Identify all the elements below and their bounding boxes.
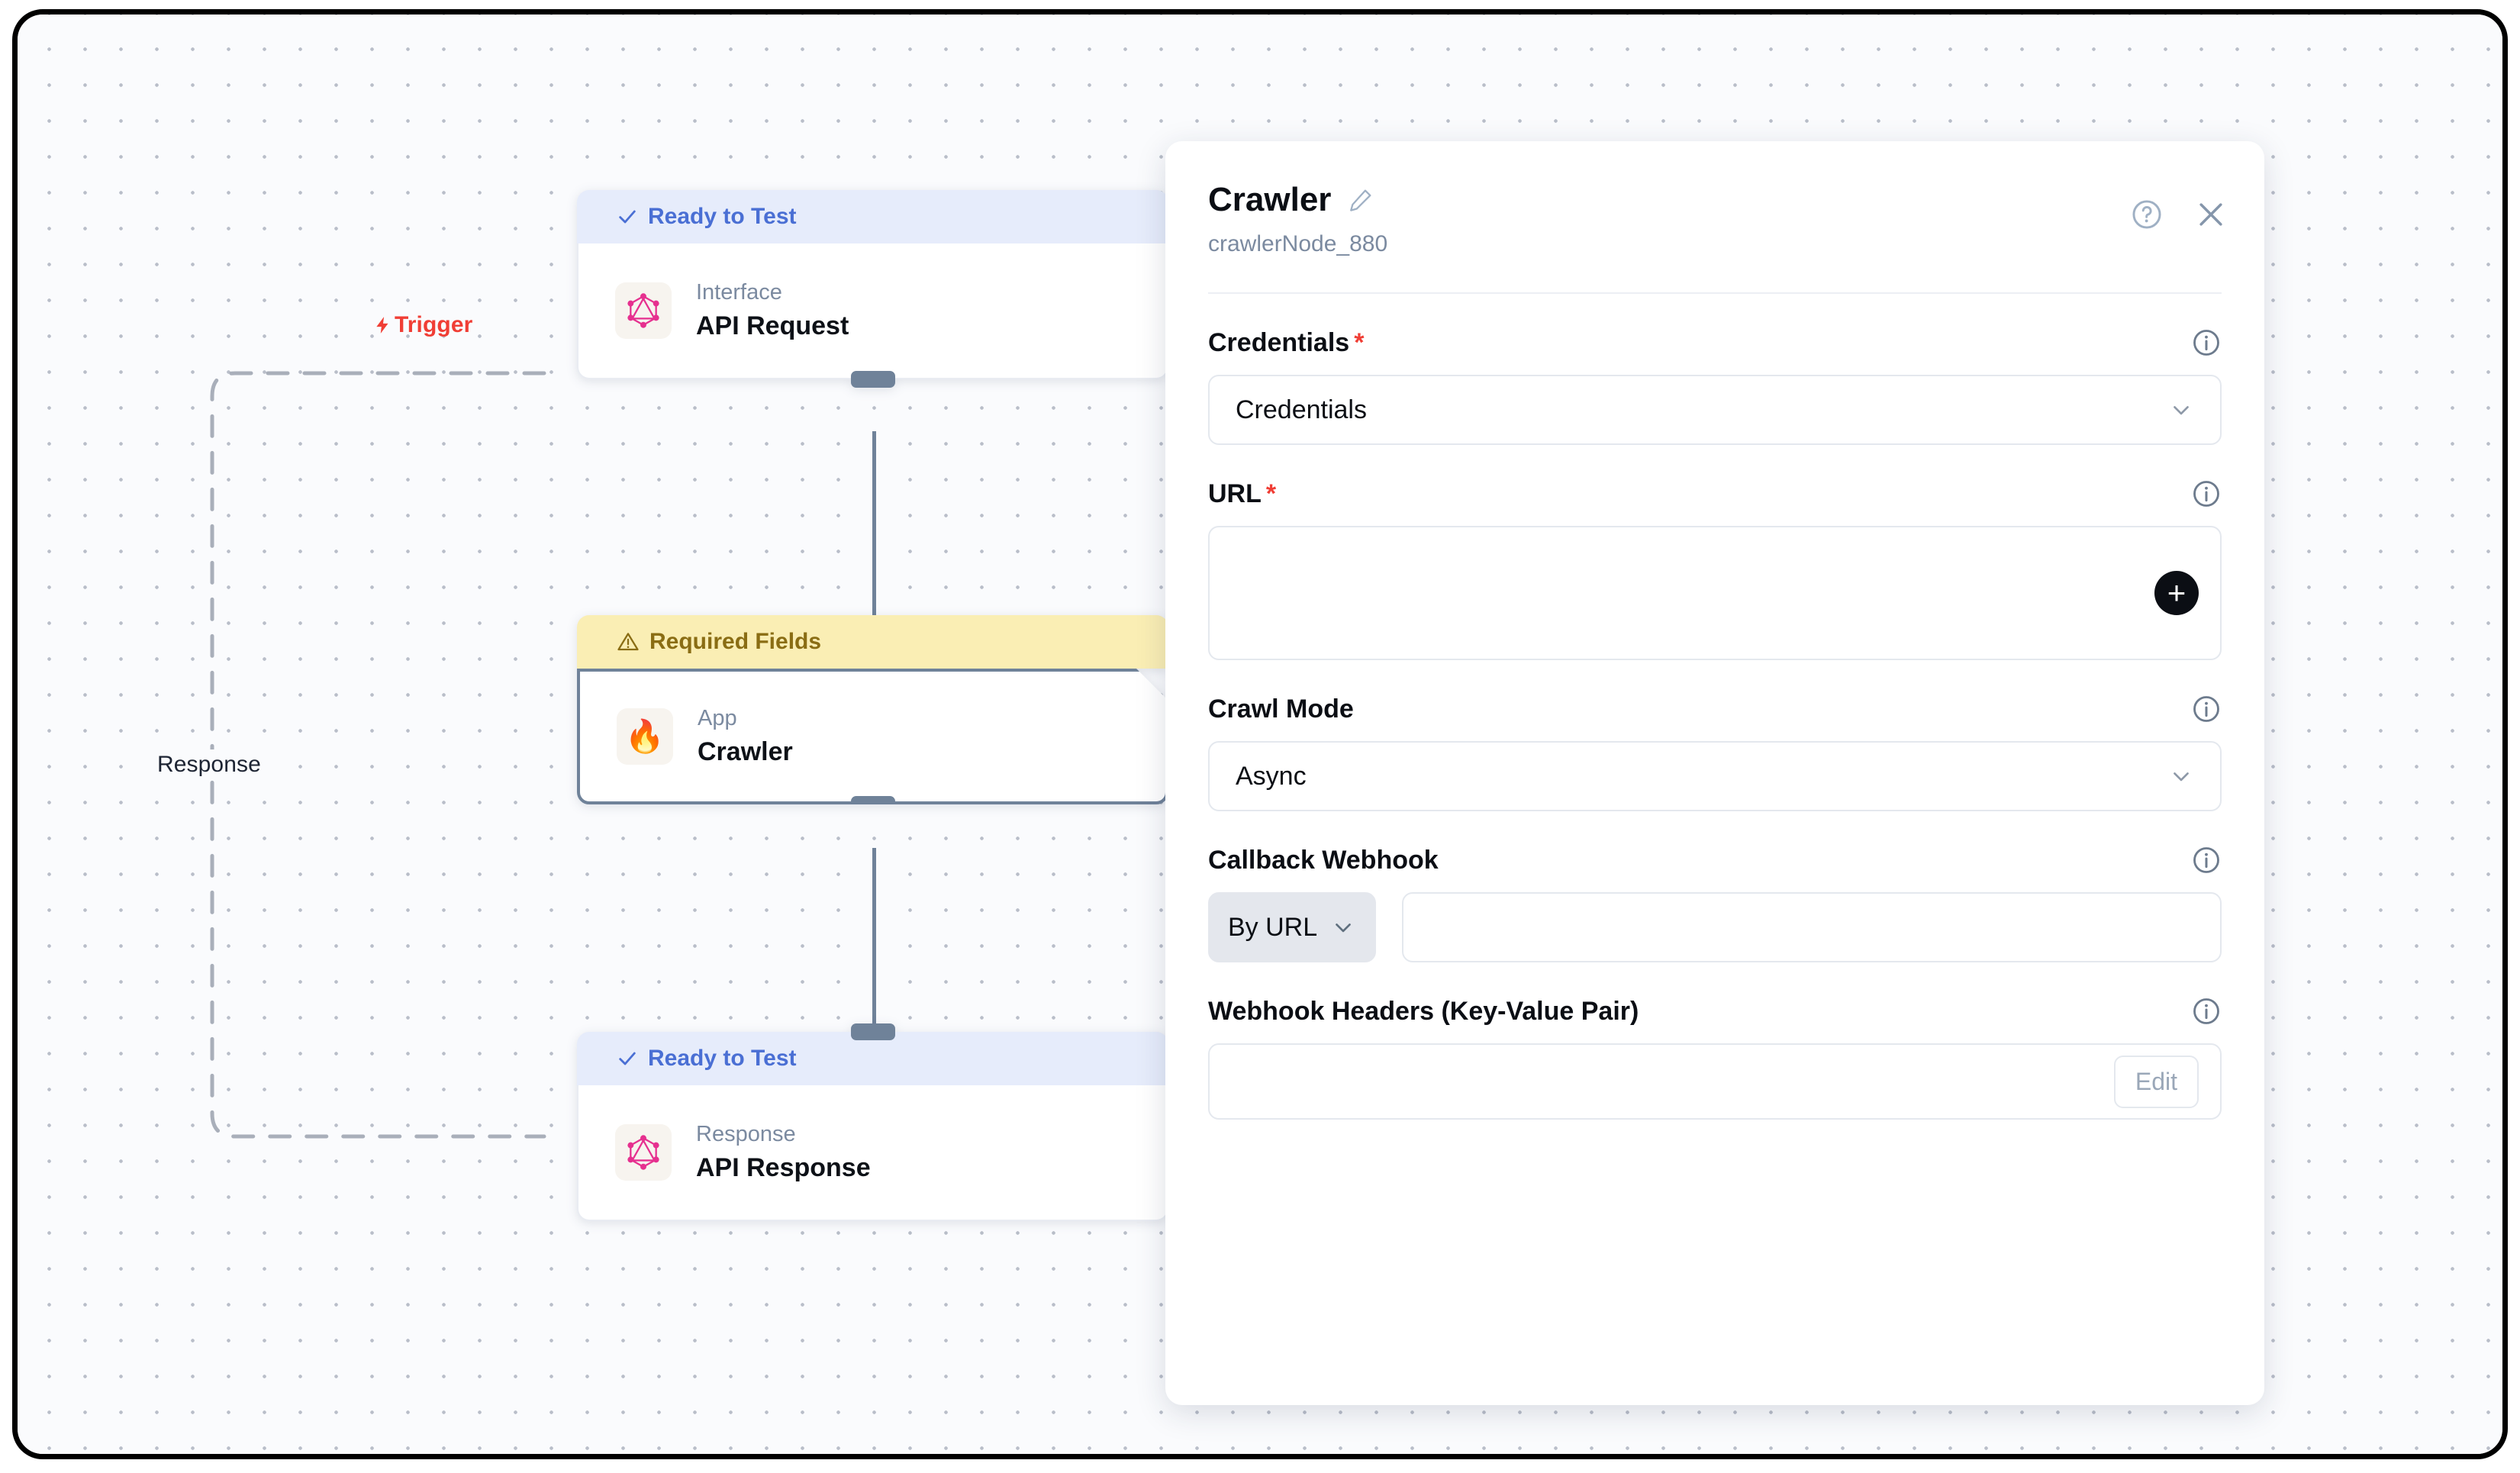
callback-webhook-row: By URL: [1208, 892, 2222, 962]
field-head: URL*: [1208, 479, 2222, 509]
node-body[interactable]: Response API Response: [577, 1023, 1168, 1221]
chevron-down-icon: [2174, 772, 2189, 782]
required-asterisk: *: [1354, 327, 1365, 357]
field-head: Crawl Mode: [1208, 694, 2222, 724]
pencil-icon[interactable]: [1348, 187, 1374, 213]
field-callback-webhook: Callback Webhook By URL: [1208, 845, 2222, 962]
trigger-label: Trigger: [373, 312, 472, 338]
webhook-headers-input[interactable]: Edit: [1208, 1043, 2222, 1120]
warning-triangle-icon: [617, 633, 639, 651]
edit-webhook-headers-button[interactable]: Edit: [2113, 1055, 2199, 1108]
node-status-label: Required Fields: [649, 629, 822, 654]
field-crawl-mode: Crawl Mode Async: [1208, 694, 2222, 811]
info-icon[interactable]: [2191, 996, 2222, 1027]
node-status-label: Ready to Test: [648, 1046, 797, 1071]
response-label: Response: [151, 749, 267, 780]
node-api-request[interactable]: Ready to Test: [577, 190, 1168, 388]
node-output-handle[interactable]: [850, 371, 895, 388]
node-status-ready-to-test: Ready to Test: [577, 190, 1168, 243]
chevron-down-icon: [1336, 923, 1351, 933]
node-crawler[interactable]: Required Fields 🔥 App Crawler: [577, 615, 1168, 804]
wire-crawler-to-response: [872, 848, 876, 1039]
graphql-icon: [615, 282, 672, 339]
node-output-handle[interactable]: [851, 796, 895, 813]
field-label-callback-webhook: Callback Webhook: [1208, 845, 1439, 875]
field-label-url: URL*: [1208, 479, 1277, 508]
check-icon: [619, 210, 636, 224]
field-url: URL* +: [1208, 479, 2222, 660]
wire-request-to-crawler: [872, 431, 876, 622]
node-status-required-fields: Required Fields: [577, 615, 1168, 669]
field-head: Webhook Headers (Key-Value Pair): [1208, 996, 2222, 1027]
node-kicker: App: [698, 706, 737, 730]
lightning-bolt-icon: [376, 317, 388, 334]
fire-icon: 🔥: [617, 708, 673, 765]
field-label-crawl-mode: Crawl Mode: [1208, 694, 1354, 724]
node-title: API Request: [696, 311, 849, 340]
node-api-response[interactable]: Ready to Test: [577, 1023, 1168, 1221]
help-circle-icon[interactable]: [2130, 198, 2164, 231]
node-config-panel: Crawler crawlerNode_880: [1165, 141, 2264, 1405]
node-kicker: Response: [696, 1122, 796, 1146]
info-icon[interactable]: [2191, 845, 2222, 875]
field-label-credentials: Credentials*: [1208, 327, 1365, 357]
trigger-label-text: Trigger: [395, 312, 473, 337]
info-icon[interactable]: [2191, 694, 2222, 724]
node-status-ready-to-test: Ready to Test: [577, 1032, 1168, 1085]
credentials-select[interactable]: Credentials: [1208, 375, 2222, 445]
field-label-webhook-headers: Webhook Headers (Key-Value Pair): [1208, 996, 1639, 1026]
node-id-label: crawlerNode_880: [1208, 231, 1388, 256]
field-head: Callback Webhook: [1208, 845, 2222, 875]
node-input-handle[interactable]: [850, 1023, 895, 1040]
url-input[interactable]: +: [1208, 526, 2222, 660]
graphql-icon: [615, 1124, 672, 1181]
callback-webhook-mode-select[interactable]: By URL: [1208, 892, 1376, 962]
panel-form[interactable]: Credentials* Credentials: [1165, 327, 2264, 1120]
workflow-canvas[interactable]: Trigger Response Ready to Test: [18, 15, 2502, 1454]
node-body[interactable]: 🔥 App Crawler: [577, 669, 1168, 804]
node-title: Crawler: [698, 737, 793, 766]
crawl-mode-value: Async: [1236, 761, 1307, 791]
node-title: API Response: [696, 1153, 871, 1182]
node-body[interactable]: Interface API Request: [577, 243, 1168, 388]
callback-webhook-input[interactable]: [1402, 892, 2222, 962]
panel-header: Crawler crawlerNode_880: [1165, 141, 2264, 257]
required-asterisk: *: [1265, 479, 1277, 508]
page-title: Crawler: [1208, 181, 1332, 218]
panel-divider: [1208, 292, 2222, 294]
panel-actions: [2130, 198, 2228, 231]
check-icon: [619, 1052, 636, 1065]
crawl-mode-select[interactable]: Async: [1208, 741, 2222, 811]
field-head: Credentials*: [1208, 327, 2222, 358]
callback-webhook-mode-value: By URL: [1228, 912, 1318, 942]
field-webhook-headers: Webhook Headers (Key-Value Pair) Edit: [1208, 996, 2222, 1120]
chevron-down-icon: [2174, 406, 2189, 415]
node-status-label: Ready to Test: [648, 204, 797, 229]
node-kicker: Interface: [696, 280, 782, 305]
info-icon[interactable]: [2191, 479, 2222, 509]
panel-title-row: Crawler: [1208, 181, 2222, 219]
credentials-value: Credentials: [1236, 395, 1367, 424]
add-url-button[interactable]: +: [2154, 571, 2199, 615]
info-icon[interactable]: [2191, 327, 2222, 358]
app-window: Trigger Response Ready to Test: [12, 9, 2508, 1459]
field-credentials: Credentials* Credentials: [1208, 327, 2222, 445]
close-icon[interactable]: [2194, 198, 2228, 231]
